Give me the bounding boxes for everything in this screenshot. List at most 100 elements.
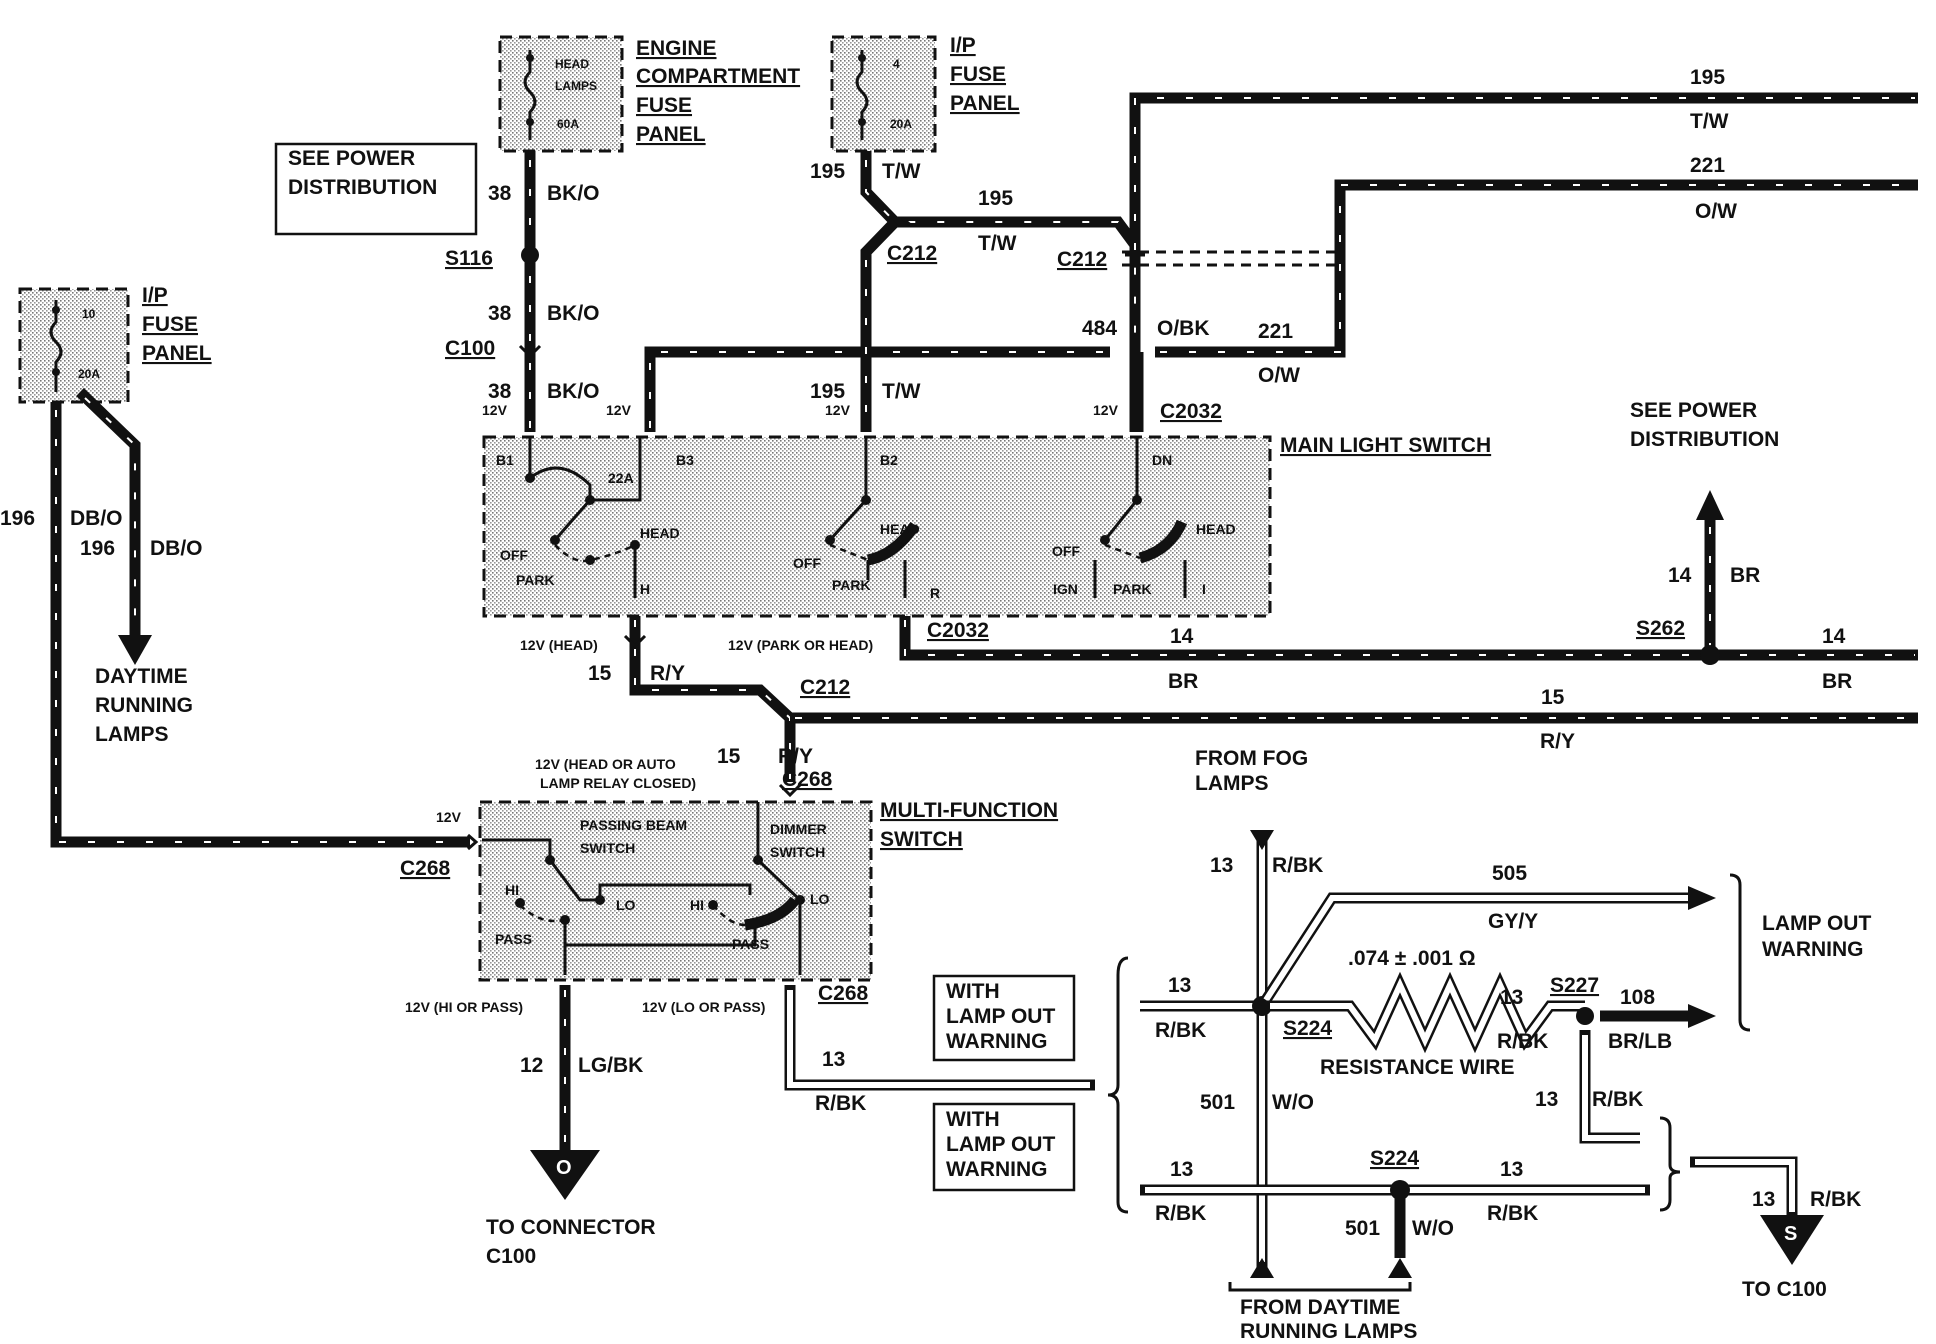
arrow-108 — [1688, 1004, 1716, 1028]
power-note-1: SEE POWER — [288, 147, 415, 170]
mf-dash-2 — [712, 904, 746, 927]
c38a: 38 — [488, 182, 512, 205]
c12-color: LG/BK — [578, 1054, 643, 1077]
c38b-color: BK/O — [547, 302, 600, 325]
c195-mid: 195 — [978, 187, 1013, 210]
c14-right: 14 — [1822, 625, 1846, 648]
drl-label-2: RUNNING — [95, 694, 193, 717]
from-fog-1: FROM FOG — [1195, 747, 1308, 770]
ip-fuse-panel-left — [18, 287, 130, 404]
splice-s227 — [1576, 1007, 1594, 1025]
c15-b: 15 — [717, 745, 741, 768]
resistor-label: RESISTANCE WIRE — [1320, 1056, 1514, 1079]
switch-fuse: 22A — [608, 470, 634, 486]
with-lamp-out-box-1 — [932, 974, 1076, 1062]
label-c268-a: C268 — [782, 768, 833, 791]
dimmer-label-2: SWITCH — [770, 844, 825, 860]
wire-221-dashed — [1122, 250, 1340, 267]
arrow-fog — [1250, 830, 1274, 850]
connector-s-label: S — [1784, 1223, 1797, 1245]
connector-o — [530, 1150, 600, 1200]
c195-sw-color: T/W — [882, 380, 921, 403]
arrow-down-drl — [118, 635, 152, 665]
switch-leads-3 — [1093, 560, 1187, 598]
c221-mid: 221 — [1258, 320, 1293, 343]
pos-head-2: HEAD — [880, 521, 920, 537]
label-s224-a: S224 — [1283, 1017, 1332, 1040]
drl-label-1: DAYTIME — [95, 665, 188, 688]
mf-pass-link — [565, 925, 757, 947]
volt-head: 12V (HEAD) — [520, 637, 598, 653]
c14-right-color: BR — [1822, 670, 1852, 693]
pin-b3: B3 — [676, 452, 694, 468]
chevron-c212 — [901, 216, 1145, 257]
label-c100: C100 — [445, 337, 495, 360]
fuse-rating: 60A — [557, 117, 579, 131]
pin-b1: B1 — [496, 452, 514, 468]
c501a: 501 — [1200, 1091, 1235, 1114]
wire-195-switch — [860, 151, 1141, 432]
c221-mid-color: O/W — [1258, 364, 1300, 387]
pos-off-1: OFF — [500, 547, 528, 563]
passing-label-2: SWITCH — [580, 840, 635, 856]
c505-color: GY/Y — [1488, 910, 1538, 933]
volt-hi-pass: 12V (HI OR PASS) — [405, 999, 523, 1015]
c15-long: 15 — [1541, 686, 1565, 709]
brace-right-top — [1729, 873, 1751, 1032]
pos-head-3: HEAD — [1196, 521, 1236, 537]
lamp-out-2: WARNING — [1762, 938, 1864, 961]
note-2-line-3: WARNING — [946, 1158, 1048, 1181]
to-connector-1: TO CONNECTOR — [486, 1216, 656, 1239]
c13-sw-color: R/BK — [815, 1092, 866, 1115]
ip-left-title-3: PANEL — [142, 342, 212, 365]
fuse-number: 10 — [82, 307, 96, 321]
mf-title-1: MULTI-FUNCTION — [880, 799, 1058, 822]
note-2-line-2: LAMP OUT — [946, 1133, 1055, 1156]
engine-panel-title-4: PANEL — [636, 123, 706, 146]
note-1-line-3: WARNING — [946, 1030, 1048, 1053]
pin-ign: IGN — [1053, 581, 1078, 597]
wire-195-b2 — [860, 218, 899, 432]
switch-contact-2 — [866, 521, 920, 566]
ip-panel-title-2: FUSE — [950, 63, 1006, 86]
see-power-box — [274, 142, 478, 236]
connector-o-label: O — [556, 1157, 572, 1179]
wire-196-right — [76, 388, 141, 640]
c13-low-l: 13 — [1170, 1158, 1193, 1181]
c13-fog-color: R/BK — [1272, 854, 1323, 877]
mf-links — [563, 883, 752, 975]
pos-park-3: PARK — [1113, 581, 1152, 597]
note-2-line-1: WITH — [946, 1108, 1000, 1131]
label-c268-b: C268 — [400, 857, 451, 880]
c14-up-color: BR — [1730, 564, 1760, 587]
resistor-value: .074 ± .001 Ω — [1348, 947, 1476, 970]
chevron-c100 — [518, 344, 542, 359]
wire-195-right — [1129, 92, 1918, 258]
engine-panel-title-1: ENGINE — [636, 37, 717, 60]
switch-dash-1 — [554, 543, 636, 563]
wire-b3 — [644, 346, 1110, 432]
label-c212-b: C212 — [1057, 248, 1107, 271]
switch-contact-3 — [1138, 519, 1188, 564]
splice-s116 — [521, 246, 539, 264]
c484: 484 — [1082, 317, 1117, 340]
ip-panel-title-3: PANEL — [950, 92, 1020, 115]
label-c2032-b: C2032 — [927, 619, 989, 642]
c195-mid-color: T/W — [978, 232, 1017, 255]
label-s262: S262 — [1636, 617, 1685, 640]
volt-lo-pass: 12V (LO OR PASS) — [642, 999, 765, 1015]
fuse-rating: 20A — [890, 117, 912, 131]
c108-color: BR/LB — [1608, 1030, 1672, 1053]
c13-s224: 13 — [1168, 974, 1191, 997]
from-fog-2: LAMPS — [1195, 772, 1269, 795]
pin-r: R — [930, 585, 940, 601]
to-c100: TO C100 — [1742, 1278, 1827, 1301]
brace-bottom — [1228, 1282, 1412, 1292]
from-drl-1: FROM DAYTIME — [1240, 1296, 1400, 1319]
c15-long-color: R/Y — [1540, 730, 1575, 753]
mf-pass-1: PASS — [495, 931, 532, 947]
mf-hi-2: HI — [690, 897, 704, 913]
from-drl-2: RUNNING LAMPS — [1240, 1320, 1417, 1343]
c501a-color: W/O — [1272, 1091, 1314, 1114]
c13-sw: 13 — [822, 1048, 845, 1071]
